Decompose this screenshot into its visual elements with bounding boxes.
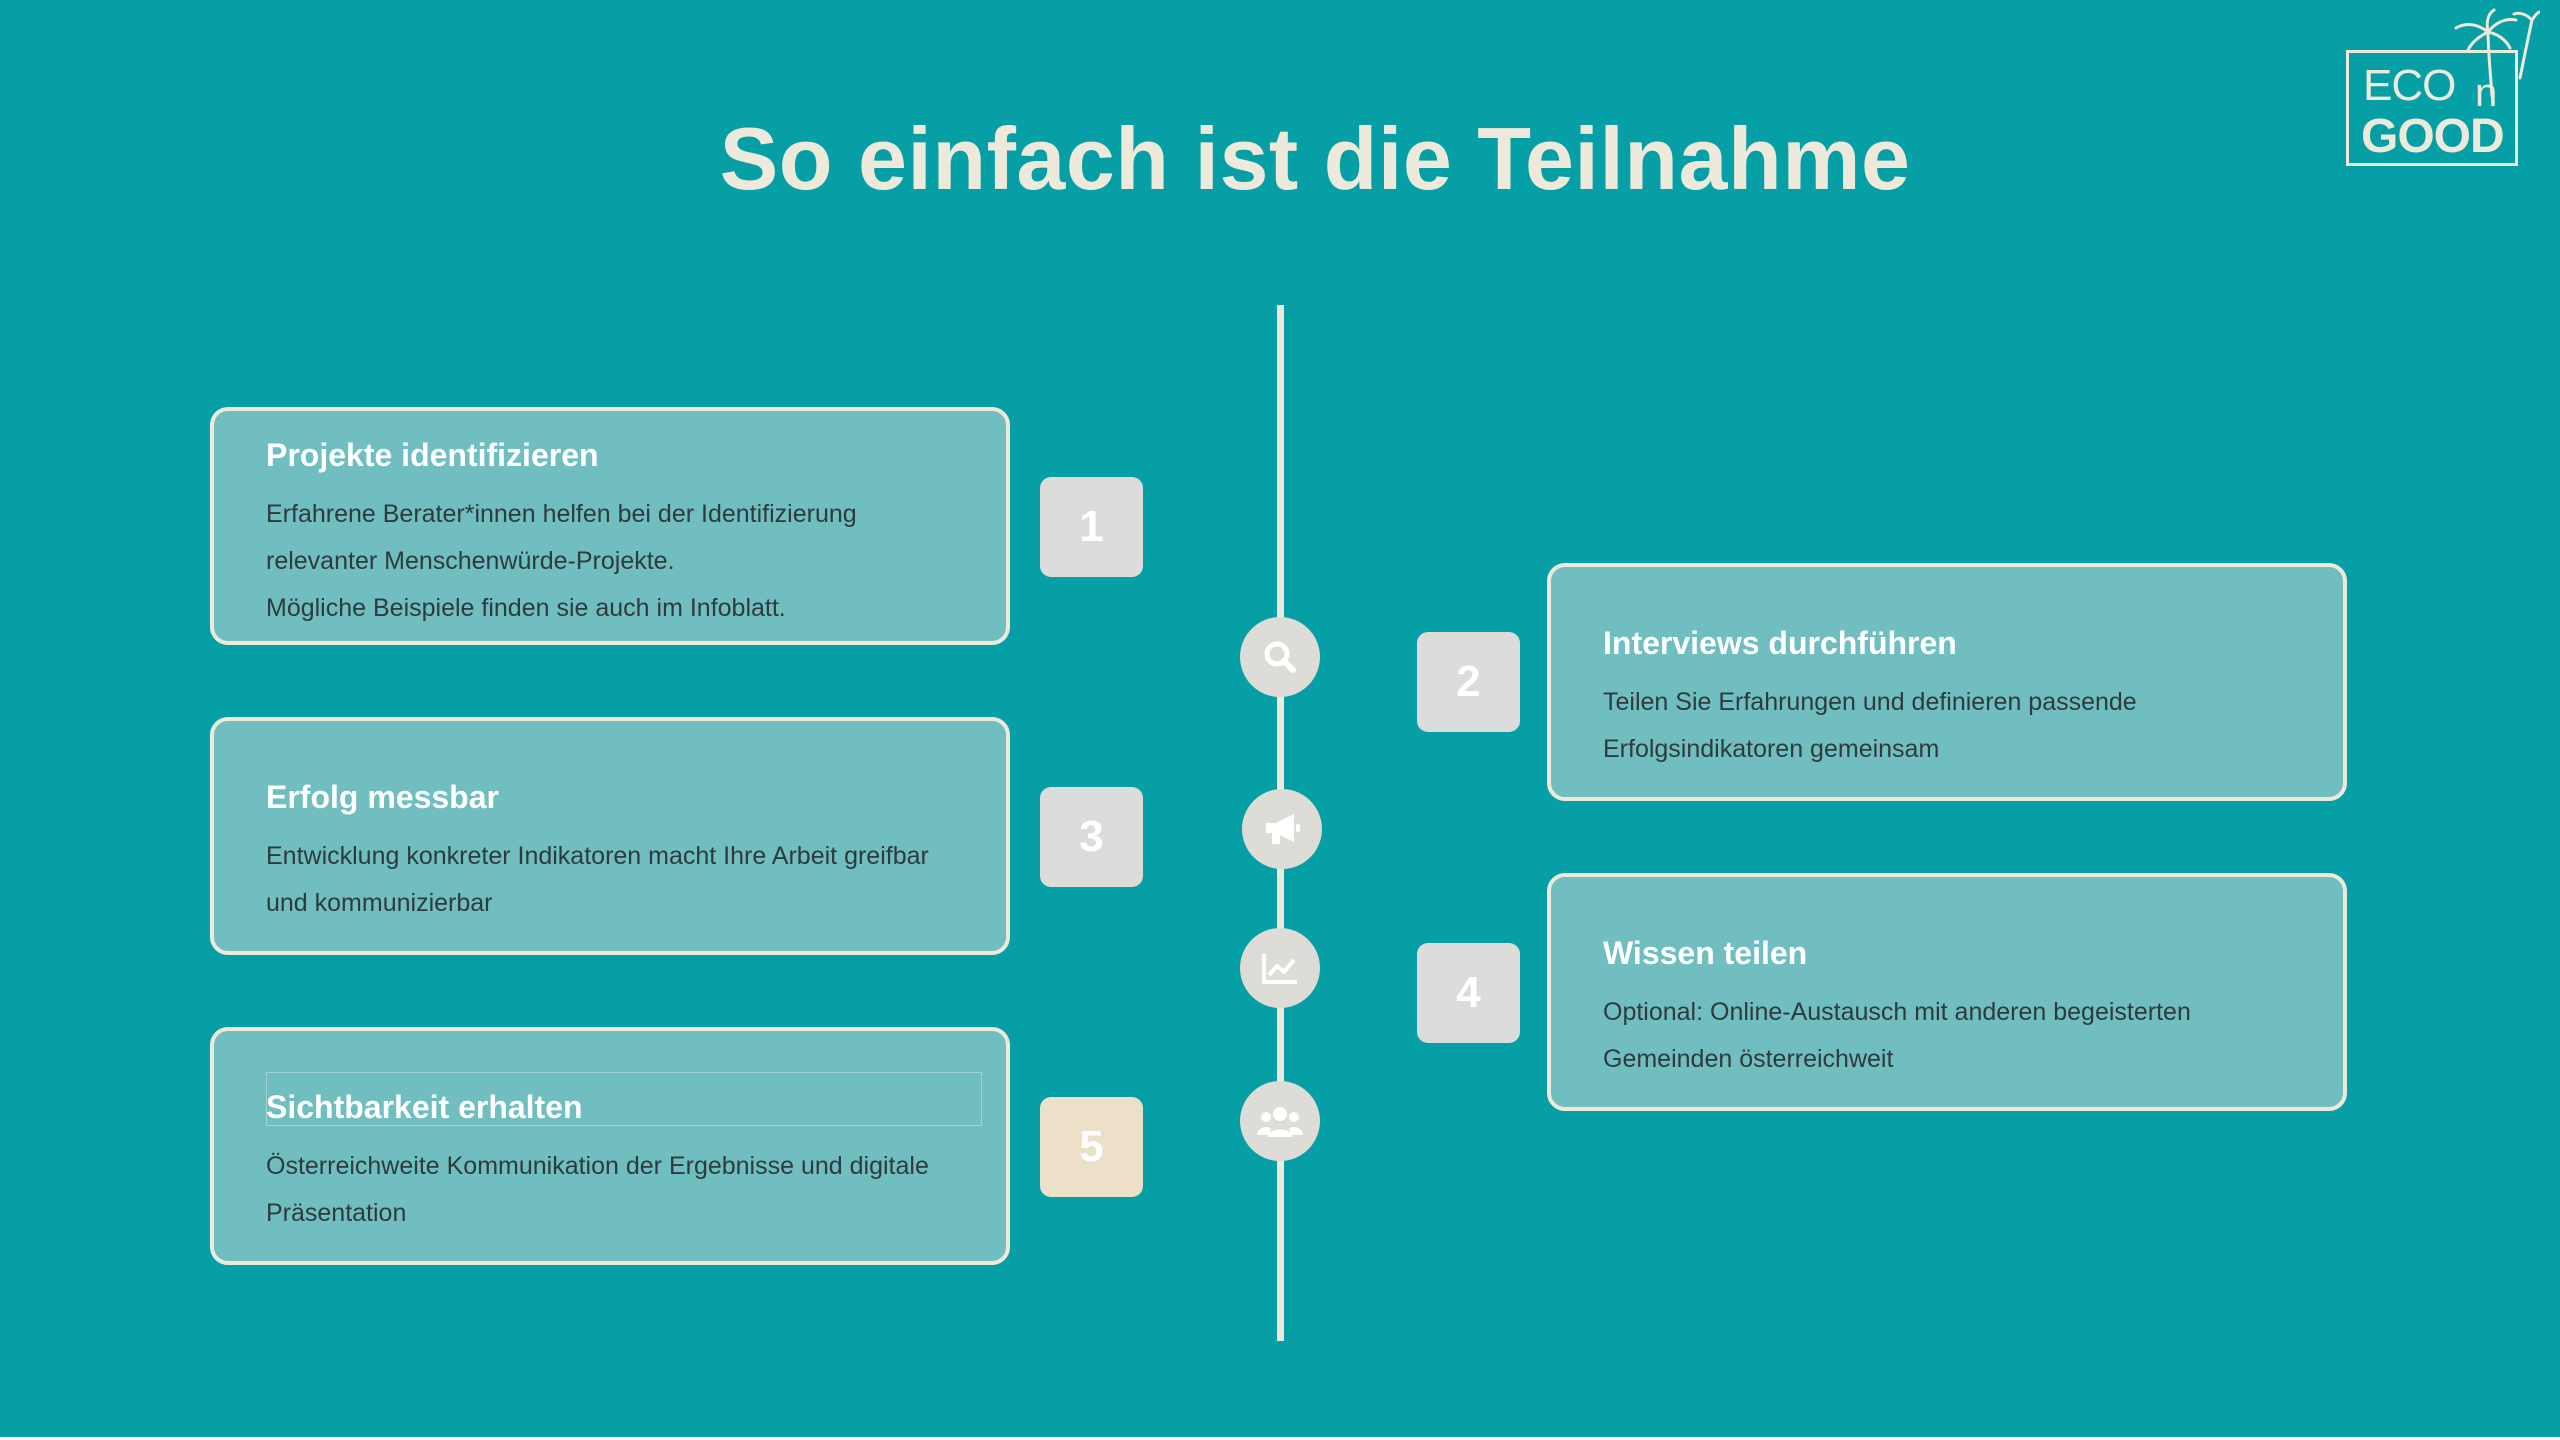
step-card-title[interactable]: Sichtbarkeit erhalten: [266, 1089, 583, 1125]
step-card-text: Entwicklung konkreter Indikatoren macht …: [266, 833, 929, 927]
logo-n-text: n: [2475, 71, 2498, 115]
megaphone-icon: [1266, 814, 1300, 844]
step-card-5: Sichtbarkeit erhalten Österreichweite Ko…: [210, 1027, 1010, 1265]
step-card-line: Erfahrene Berater*innen helfen bei der I…: [266, 500, 857, 528]
step-card-line: Optional: Online-Austausch mit anderen b…: [1603, 998, 2191, 1026]
step-card-4: Wissen teilen Optional: Online-Austausch…: [1547, 873, 2347, 1111]
timeline-node-megaphone: [1242, 789, 1322, 869]
step-number-2: 2: [1417, 632, 1520, 732]
step-card-text: Teilen Sie Erfahrungen und definieren pa…: [1603, 679, 2137, 773]
step-card-title: Interviews durchführen: [1603, 625, 1957, 661]
palm-tree-icon: [2454, 8, 2540, 98]
step-number-1: 1: [1040, 477, 1143, 577]
step-card-line: und kommunizierbar: [266, 889, 493, 917]
step-card-line: relevanter Menschenwürde-Projekte.: [266, 547, 675, 575]
timeline-node-search: [1240, 617, 1320, 697]
step-card-title: Projekte identifizieren: [266, 437, 599, 473]
step-card-line: Erfolgsindikatoren gemeinsam: [1603, 735, 1940, 763]
text-selection-box[interactable]: [266, 1072, 982, 1126]
step-card-line: Österreichweite Kommunikation der Ergebn…: [266, 1152, 929, 1180]
step-card-text: Erfahrene Berater*innen helfen bei der I…: [266, 491, 857, 632]
step-number-4: 4: [1417, 943, 1520, 1043]
step-number-3: 3: [1040, 787, 1143, 887]
step-card-text: Österreichweite Kommunikation der Ergebn…: [266, 1143, 929, 1237]
step-card-text: Optional: Online-Austausch mit anderen b…: [1603, 989, 2191, 1083]
step-card-1: Projekte identifizieren Erfahrene Berate…: [210, 407, 1010, 645]
chart-icon: [1262, 954, 1297, 984]
step-card-line: Mögliche Beispiele finden sie auch im In…: [266, 594, 786, 622]
step-card-line: Gemeinden österreichweit: [1603, 1045, 1894, 1073]
step-card-line: Präsentation: [266, 1199, 407, 1227]
search-icon: [1264, 641, 1296, 673]
people-icon: [1257, 1107, 1303, 1137]
bottom-edge: [0, 1437, 2560, 1440]
logo-eco-text: ECO: [2363, 61, 2456, 110]
step-card-3: Erfolg messbar Entwicklung konkreter Ind…: [210, 717, 1010, 955]
step-number-5: 5: [1040, 1097, 1143, 1197]
step-card-line: Teilen Sie Erfahrungen und definieren pa…: [1603, 688, 2137, 716]
logo-good-text: GOOD: [2361, 110, 2505, 163]
step-card-title: Wissen teilen: [1603, 935, 1808, 971]
timeline-node-chart: [1240, 928, 1320, 1008]
page-title: So einfach ist die Teilnahme: [719, 109, 1911, 208]
step-card-title: Erfolg messbar: [266, 779, 499, 815]
step-card-2: Interviews durchführen Teilen Sie Erfahr…: [1547, 563, 2347, 801]
eco-n-good-logo: ECO n GOOD: [2346, 50, 2518, 166]
timeline-node-people: [1240, 1081, 1320, 1161]
step-card-line: Entwicklung konkreter Indikatoren macht …: [266, 842, 929, 870]
